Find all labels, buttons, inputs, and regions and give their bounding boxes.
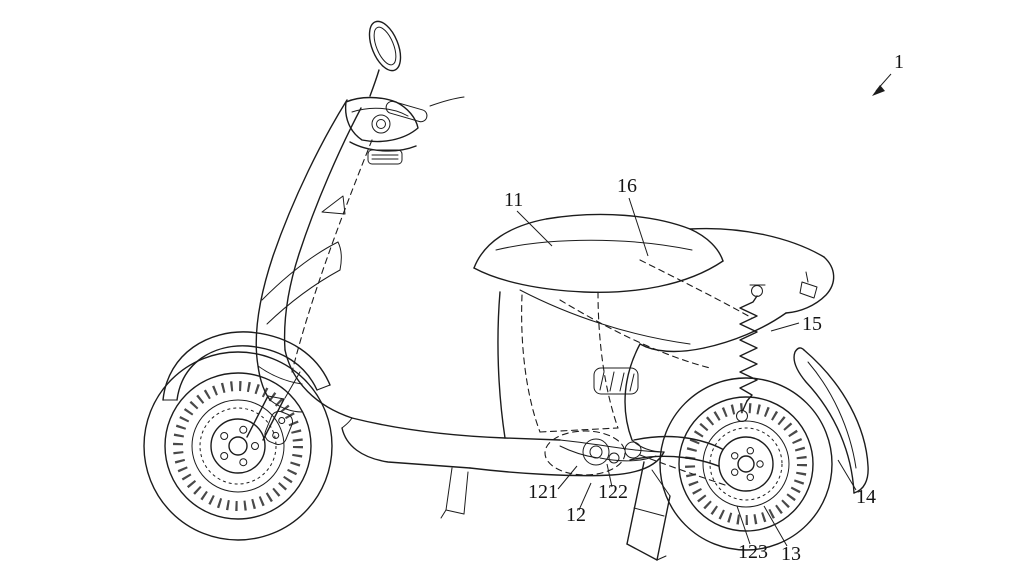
body-vent	[593, 367, 639, 395]
ref-number-12: 12	[566, 504, 586, 526]
front-fork	[246, 395, 285, 441]
seat	[473, 213, 724, 293]
rear-shock-absorber	[736, 284, 766, 422]
leader-line-16	[628, 197, 649, 257]
reference-labels: 1 11 16 15 14 13 123 12	[504, 51, 904, 565]
front-wheel	[143, 351, 333, 541]
ref-number-123: 123	[738, 541, 768, 563]
floorboard	[341, 291, 665, 477]
hidden-internal-lines	[521, 259, 753, 433]
leader-line-123	[736, 505, 751, 545]
ref-label-1: 1	[872, 51, 904, 96]
side-stand	[440, 467, 469, 519]
ref-label-16: 16	[617, 175, 649, 257]
leader-line-13	[763, 505, 788, 547]
ref-label-122: 122	[598, 463, 628, 503]
ref-label-13: 13	[763, 505, 801, 565]
ref-number-122: 122	[598, 481, 628, 503]
ref-number-11: 11	[504, 189, 523, 211]
ref-label-12: 12	[566, 482, 592, 526]
ref-number-15: 15	[802, 313, 822, 335]
ref-label-15: 15	[770, 313, 822, 335]
ref-number-1: 1	[894, 51, 904, 73]
front-fender	[162, 331, 331, 401]
ref-number-16: 16	[617, 175, 637, 197]
rear-body-cover	[519, 227, 835, 453]
leader-line-12	[578, 482, 592, 511]
ref-label-14: 14	[837, 459, 876, 508]
handlebar-assembly	[344, 96, 465, 165]
ref-number-121: 121	[528, 481, 558, 503]
leader-line-15	[770, 322, 800, 332]
rear-wheel	[659, 377, 833, 551]
rear-fender	[793, 347, 869, 494]
leader-line-122	[606, 463, 613, 488]
ref-label-121: 121	[528, 465, 578, 503]
front-leg-shield	[255, 99, 373, 419]
leader-line-14	[837, 459, 857, 491]
ref-label-11: 11	[504, 189, 553, 247]
arrowhead-1	[872, 85, 885, 96]
drive-unit	[544, 430, 657, 476]
ref-label-123: 123	[736, 505, 768, 563]
front-brake-caliper	[264, 410, 294, 445]
leader-line-11	[516, 210, 553, 247]
rear-view-mirror	[368, 20, 402, 97]
leader-line-121	[557, 465, 578, 490]
ref-number-14: 14	[856, 486, 876, 508]
center-stand	[626, 461, 671, 561]
ref-number-13: 13	[781, 543, 801, 565]
